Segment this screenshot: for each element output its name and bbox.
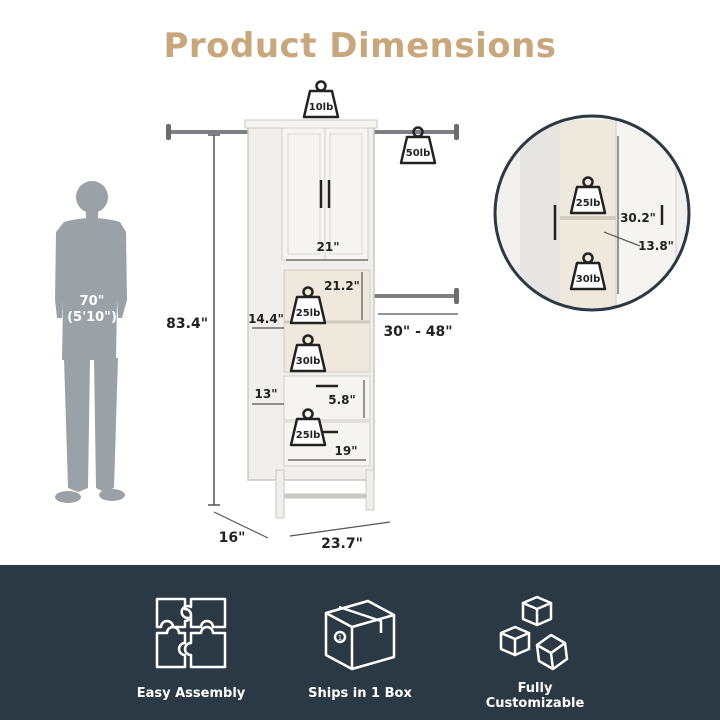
total-height-label: 83.4" — [166, 316, 208, 332]
feature-ships-in-box: 1 Ships in 1 Box — [280, 565, 440, 720]
drawer-height-label: 5.8" — [328, 393, 356, 407]
person-silhouette — [55, 181, 127, 503]
upper-width-label: 21" — [317, 240, 340, 254]
inset-weight-upper-label: 25lb — [576, 198, 601, 209]
inset-height-label: 30.2" — [620, 211, 656, 225]
feature-customizable: Fully Customizable — [455, 565, 615, 720]
svg-text:1: 1 — [338, 634, 342, 642]
drawer-width-label: 19" — [335, 444, 358, 458]
box-icon: 1 — [324, 599, 396, 671]
shelf-height-label: 21.2" — [324, 279, 360, 293]
feature-label-line1: Fully — [517, 681, 553, 696]
side-rod — [372, 288, 459, 304]
inset-weight-lower-label: 30lb — [576, 274, 601, 285]
shelf-depth-label: 14.4" — [248, 312, 284, 326]
weight-shelf-label: 25lb — [296, 308, 321, 319]
weight-rod-label: 50lb — [406, 148, 431, 159]
rod-span-label: 30" - 48" — [383, 324, 452, 340]
feature-label: Easy Assembly — [136, 686, 246, 701]
page-title: Product Dimensions — [163, 26, 557, 66]
puzzle-icon — [155, 597, 227, 669]
feature-label: Ships in 1 Box — [308, 686, 412, 701]
cubes-icon — [499, 595, 569, 671]
weight-lower-shelf-label: 30lb — [296, 356, 321, 367]
inset-depth-label: 13.8" — [638, 239, 674, 253]
feature-label-line2: Customizable — [485, 696, 585, 711]
feature-easy-assembly: Easy Assembly — [111, 565, 271, 720]
person-height-ft-label: (5'10") — [67, 310, 117, 325]
width-label: 23.7" — [321, 536, 363, 552]
features-footer: Easy Assembly 1 Ships in 1 Box Fully Cus… — [0, 565, 720, 720]
person-height-label: 70" — [80, 294, 105, 309]
weight-drawer-label: 25lb — [296, 430, 321, 441]
drawer-depth-label: 13" — [255, 387, 278, 401]
product-diagram: 70" (5'10") 83.4" — [55, 80, 691, 552]
weight-top-label: 10lb — [309, 102, 334, 113]
depth-label: 16" — [219, 530, 246, 546]
